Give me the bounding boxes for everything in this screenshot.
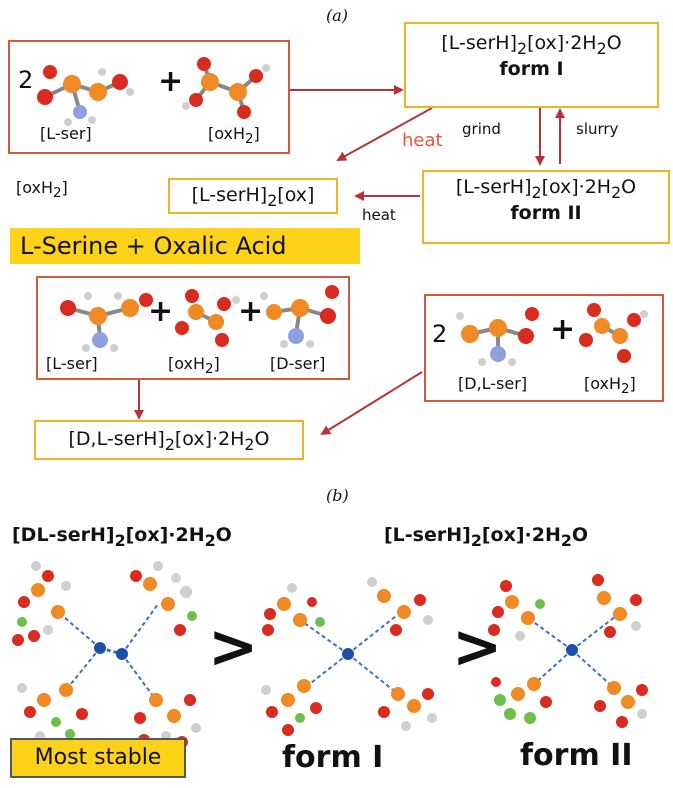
reactants-box-top: 2 + — [8, 40, 290, 154]
d-serine-icon — [260, 285, 339, 348]
title-dl: [DL-serH]2[ox]·2H2O — [12, 524, 232, 550]
l-serine-molecule — [37, 65, 134, 126]
grind-label: grind — [462, 120, 501, 138]
product-formula: [D,L-serH]2[ox]·2H2O — [68, 428, 270, 454]
coefficient: 2 — [18, 66, 34, 94]
heat-label: heat — [362, 206, 396, 224]
l-ser-label: [L-ser] — [46, 354, 98, 373]
dl-serine-icon — [456, 307, 539, 366]
stray-oxh2-label: [oxH2] — [16, 178, 68, 202]
l-serine-icon — [37, 65, 134, 126]
oxh2-label: [oxH2] — [168, 354, 220, 378]
form2-name: form II — [510, 201, 582, 224]
dl-ser-label: [D,L-ser] — [458, 374, 528, 393]
title-l: [L-serH]2[ox]·2H2O — [384, 524, 589, 550]
slurry-label: slurry — [576, 120, 619, 138]
most-stable-badge: Most stable — [10, 738, 186, 778]
l-serine-icon — [60, 292, 153, 352]
form2-crystal-structure-icon — [488, 574, 648, 728]
plus-sign: + — [550, 312, 576, 347]
mixture-molecules — [60, 285, 339, 352]
plus-sign: + — [238, 294, 264, 329]
anhydrous-box: [L-serH]2[ox] — [168, 178, 338, 214]
heat-label-red: heat — [402, 130, 443, 151]
greater-than-1: > — [208, 612, 259, 682]
arrow-racemic — [320, 371, 423, 436]
form2-box: [L-serH]2[ox]·2H2O form II — [422, 170, 670, 244]
oxalic-acid-icon — [175, 289, 240, 347]
racemic-molecules — [456, 303, 648, 366]
oxalic-acid-molecule — [182, 57, 270, 119]
form1-label: form I — [282, 740, 384, 775]
l-ser-label: [L-ser] — [40, 124, 92, 143]
panel-a-label: (a) — [326, 6, 349, 25]
oxh2-label: [oxH2] — [208, 124, 260, 148]
d-ser-label: [D-ser] — [270, 354, 326, 373]
mixture-box: + + [L-ser] [oxH2] [D-ser] — [36, 276, 350, 380]
oxh2-label: [oxH2] — [584, 374, 636, 398]
form2-formula: [L-serH]2[ox]·2H2O — [455, 176, 637, 202]
greater-than-2: > — [452, 612, 503, 682]
product-box: [D,L-serH]2[ox]·2H2O — [34, 420, 304, 460]
oxalic-acid-icon — [182, 57, 270, 119]
oxalic-acid-icon — [579, 303, 648, 363]
form2-label: form II — [520, 738, 633, 773]
plus-sign: + — [158, 64, 184, 99]
form1-name: form I — [499, 57, 564, 80]
dl-crystal-structure-icon — [12, 561, 201, 748]
form1-crystal-structure-icon — [261, 577, 437, 736]
anhydrous-formula: [L-serH]2[ox] — [191, 184, 315, 210]
title-banner: L-Serine + Oxalic Acid — [10, 228, 360, 264]
plus-sign: + — [148, 294, 174, 329]
coefficient: 2 — [432, 320, 448, 348]
racemic-box: 2 + [D,L-ser] [oxH2] — [424, 294, 664, 402]
form1-formula: [L-serH]2[ox]·2H2O — [441, 32, 622, 58]
form1-box: [L-serH]2[ox]·2H2O form I — [404, 22, 659, 108]
arrow-heat-to-anhydrous — [336, 107, 433, 161]
panel-b-label: (b) — [326, 486, 349, 505]
